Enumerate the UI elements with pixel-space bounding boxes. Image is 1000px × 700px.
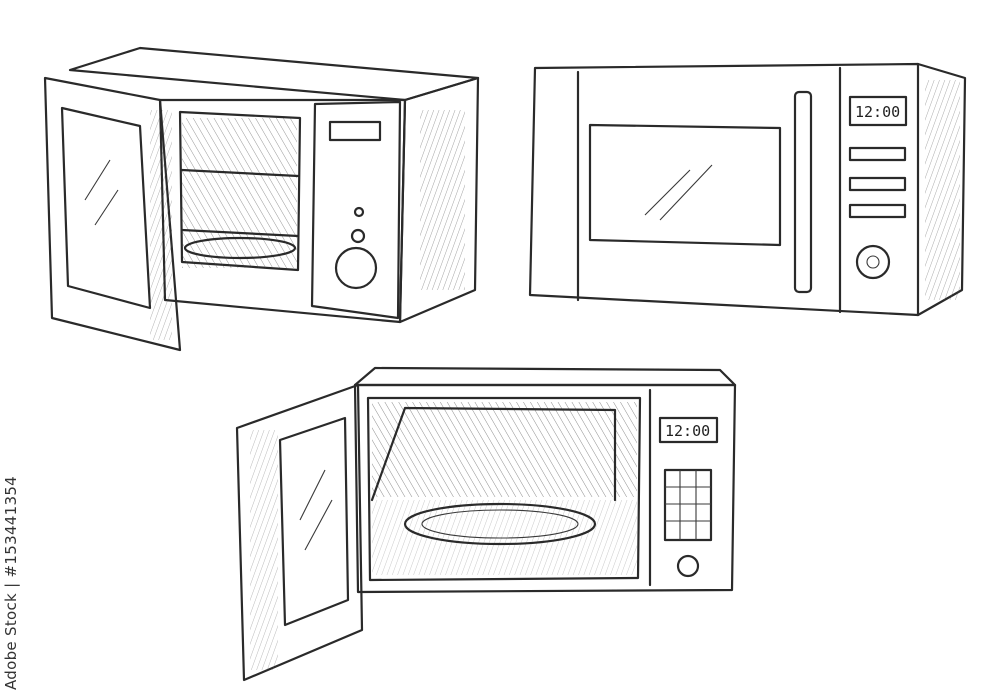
clock-display-text: 12:00 xyxy=(665,422,710,440)
stock-id: #153441354 xyxy=(2,475,20,578)
button xyxy=(848,176,907,192)
display-window xyxy=(328,120,382,142)
control-panel xyxy=(310,100,402,320)
button xyxy=(848,203,907,219)
keypad xyxy=(663,468,713,542)
microwave-closed-front-view: 12:00 xyxy=(528,62,967,317)
microwave-open-front-view: 12:00 xyxy=(235,366,737,682)
turntable xyxy=(403,502,597,546)
door xyxy=(43,76,182,352)
stock-source: Adobe Stock xyxy=(2,592,20,690)
microwave-open-side-view xyxy=(43,46,480,352)
dial-knob xyxy=(334,246,378,290)
button xyxy=(848,146,907,162)
clock-display xyxy=(658,416,719,444)
door-handle xyxy=(793,90,813,294)
window xyxy=(588,123,782,247)
button xyxy=(353,206,365,218)
clock-display-text: 12:00 xyxy=(855,103,900,121)
stock-credit: Adobe Stock | #153441354 xyxy=(2,476,20,690)
credit-separator: | xyxy=(2,582,20,588)
dial-knob xyxy=(855,244,891,280)
dial-knob xyxy=(676,554,700,578)
button xyxy=(350,228,366,244)
door xyxy=(235,383,364,682)
clock-display xyxy=(848,95,908,127)
